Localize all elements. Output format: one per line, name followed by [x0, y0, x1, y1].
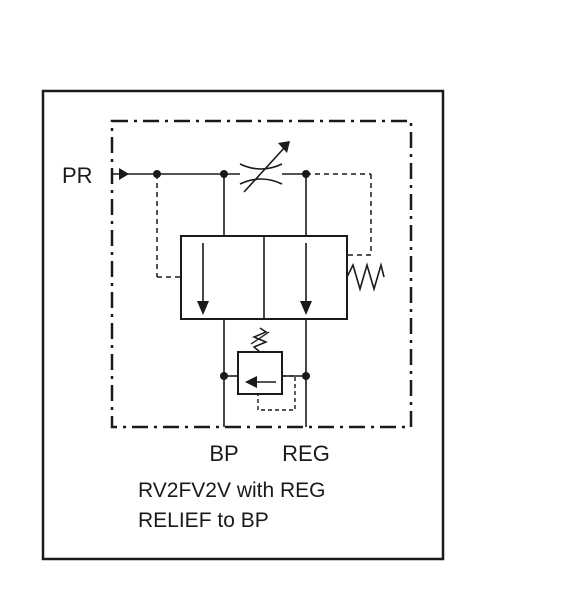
- junction-dot: [220, 372, 228, 380]
- port-label-reg: REG: [282, 441, 330, 466]
- relief-spring-icon: [252, 327, 268, 353]
- valve-flow-arrow: [197, 243, 209, 315]
- valve-flow-arrow: [300, 243, 312, 315]
- valve-spring-icon: [346, 261, 385, 292]
- port-label-bp: BP: [209, 441, 238, 466]
- junction-dot: [302, 372, 310, 380]
- relief-adjust-icon: [250, 331, 270, 345]
- outer-frame: [41, 89, 445, 561]
- valve-body: [180, 235, 348, 320]
- enclosure-boundary: [110, 119, 413, 429]
- pilot-line-right: [306, 173, 372, 256]
- caption-line-1: RV2FV2V with REG: [138, 479, 326, 502]
- relief-valve-symbol: [224, 351, 306, 411]
- port-label-pr: PR: [62, 163, 93, 188]
- adjustable-orifice-symbol: [239, 141, 290, 193]
- pilot-line-left: [156, 174, 181, 278]
- caption-line-2: RELIEF to BP: [138, 509, 269, 532]
